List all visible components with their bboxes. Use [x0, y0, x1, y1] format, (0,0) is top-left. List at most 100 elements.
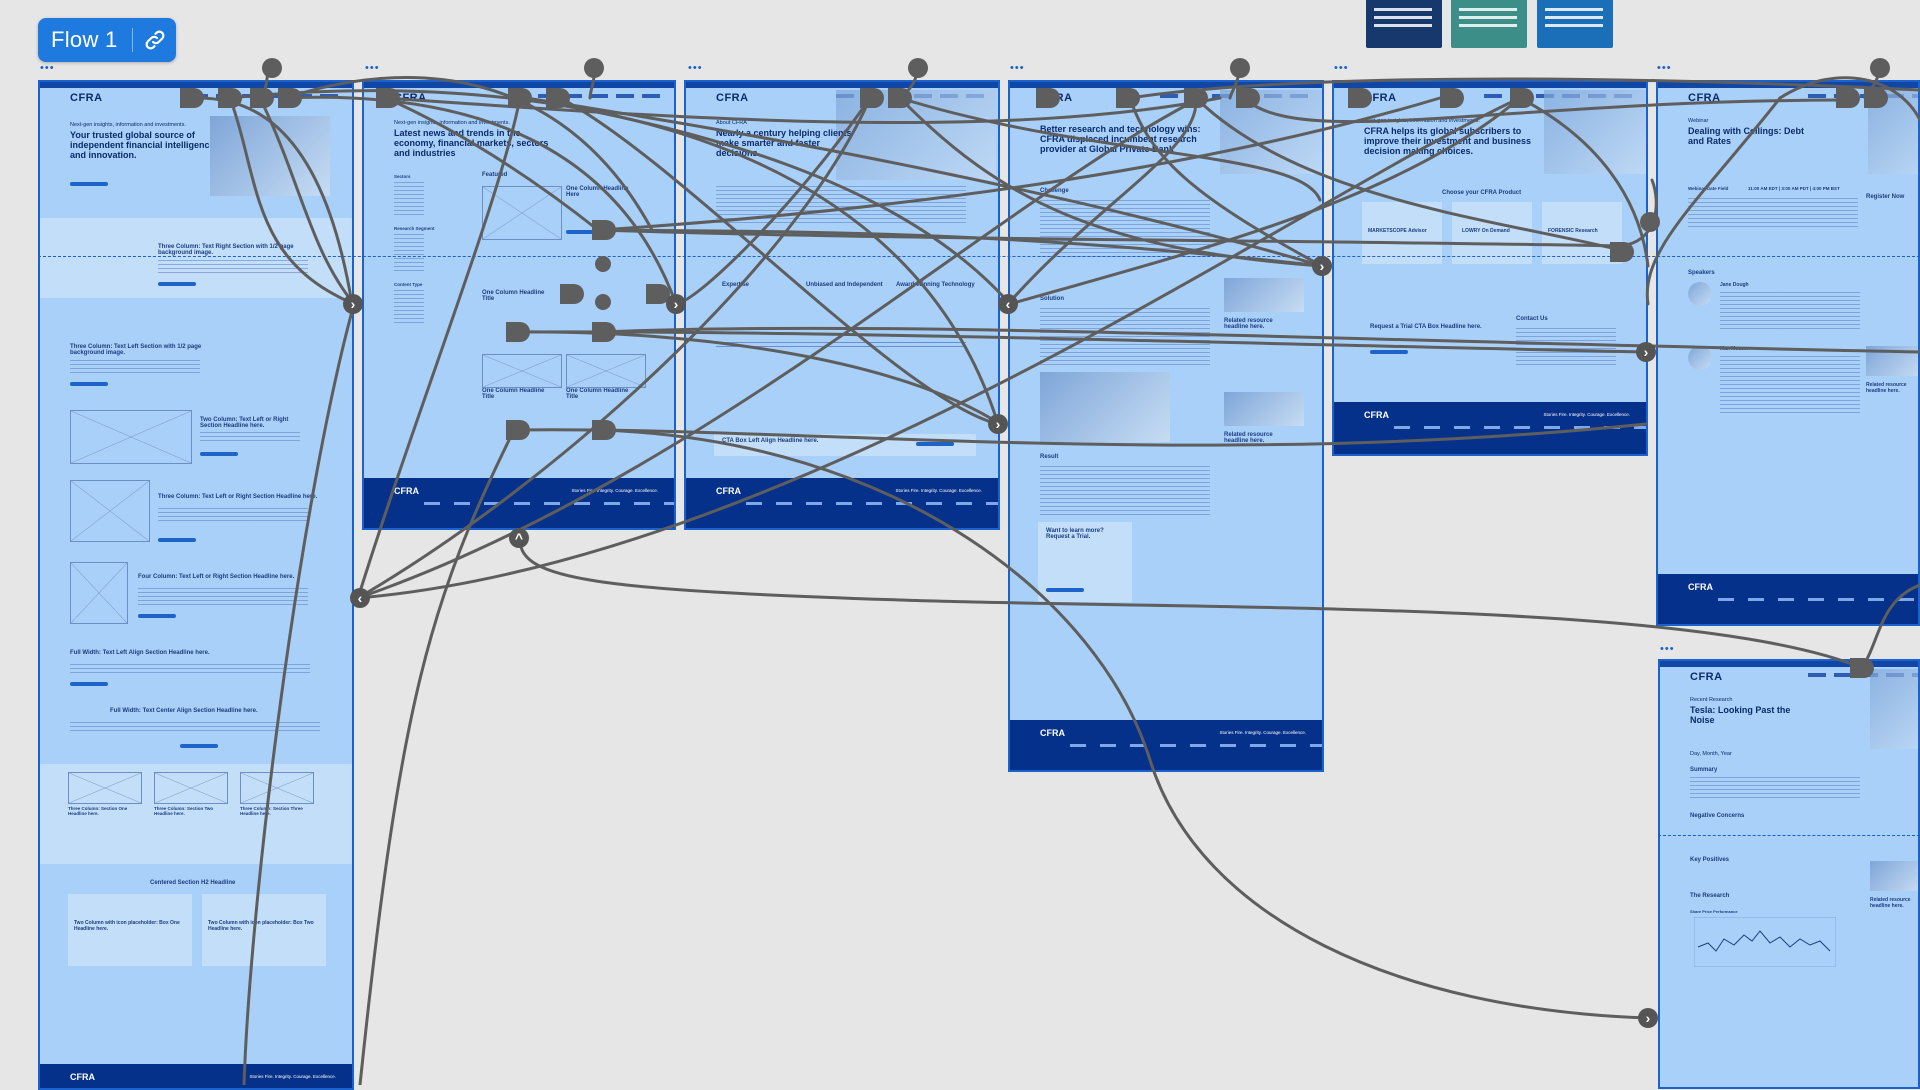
image-placeholder: [70, 562, 128, 624]
thumbnail-frame-3[interactable]: [1537, 0, 1613, 48]
section-heading: Challenge: [1040, 188, 1069, 194]
column-heading: One Column Headline Title: [482, 290, 545, 302]
section-heading: Full Width: Text Center Align Section He…: [110, 708, 258, 714]
divider: [131, 28, 133, 52]
box-heading: Two Column with icon placeholder: Box Tw…: [208, 920, 314, 932]
chevron-right-icon[interactable]: ›: [666, 294, 686, 314]
register-heading: Register Now: [1866, 194, 1905, 200]
featured-label: Featured: [482, 172, 508, 178]
section-heading: Two Column: Text Left or Right Section H…: [200, 417, 289, 429]
frame-menu-icon[interactable]: •••: [688, 62, 703, 74]
frame-menu-icon[interactable]: •••: [1334, 62, 1349, 74]
chevron-right-icon[interactable]: ›: [343, 294, 363, 314]
logo: CFRA: [1690, 671, 1723, 683]
choose-heading: Choose your CFRA Product: [1442, 190, 1522, 196]
section-heading: Summary: [1690, 767, 1718, 773]
chart-title: Share Price Performance: [1690, 909, 1738, 914]
pillar: Award-Winning Technology: [896, 282, 975, 288]
section-heading: Full Width: Text Left Align Section Head…: [70, 650, 210, 656]
webinar-date: Webinar Date Field: [1688, 186, 1729, 191]
logo: CFRA: [716, 92, 749, 104]
footer: CFRA: [1658, 574, 1918, 624]
speaker-name: Jane Dough: [1720, 282, 1749, 288]
trial-heading: Request a Trial CTA Box Headline here.: [1370, 324, 1482, 330]
section-band: [40, 218, 352, 298]
chevron-left-icon[interactable]: ‹: [350, 588, 370, 608]
hero-kicker: About CFRA: [716, 120, 747, 126]
filter-heading: Sectors: [394, 174, 411, 179]
section-heading: Negative Concerns: [1690, 813, 1745, 819]
section-heading: Key Positives: [1690, 857, 1730, 863]
thumbnail-frame-1[interactable]: [1366, 0, 1442, 48]
chevron-right-icon[interactable]: ›: [1638, 1008, 1658, 1028]
flow-label: Flow 1: [51, 27, 118, 52]
contact-heading: Contact Us: [1516, 316, 1548, 322]
frame-menu-icon[interactable]: •••: [1657, 62, 1672, 74]
chevron-right-icon[interactable]: ›: [1636, 342, 1656, 362]
card-heading: Three Column: Section One Headline here.: [68, 806, 128, 816]
product-name: FORENSIC Research: [1548, 228, 1598, 234]
learn-more: Want to learn more? Request a Trial.: [1046, 528, 1104, 540]
flow-button[interactable]: Flow 1: [38, 18, 176, 62]
logo: CFRA: [1688, 92, 1721, 104]
frame-menu-icon[interactable]: •••: [365, 62, 380, 74]
price-chart: [1694, 917, 1836, 967]
chevron-right-icon[interactable]: ›: [988, 414, 1008, 434]
frame-insights[interactable]: CFRA Next-gen insights, information and …: [362, 80, 676, 530]
section-heading: Three Column: Text Left or Right Section…: [158, 494, 318, 500]
frame-research[interactable]: CFRA Recent Research Tesla: Looking Past…: [1658, 659, 1920, 1089]
column-heading: One Column Headline Title: [482, 388, 545, 400]
section-heading: Three Column: Text Right Section with 1/…: [158, 244, 294, 256]
speakers-heading: Speakers: [1688, 270, 1715, 276]
hero-title: Better research and technology wins: CFR…: [1040, 124, 1201, 154]
report-date: Day, Month, Year: [1690, 751, 1732, 757]
section-heading: The Research: [1690, 893, 1730, 899]
section-heading: Three Column: Text Left Section with 1/2…: [70, 344, 202, 356]
hero-kicker: Next-gen insights, information and inves…: [1364, 118, 1480, 124]
section-heading: Four Column: Text Left or Right Section …: [138, 574, 295, 580]
frame-case-study[interactable]: CFRA Better research and technology wins…: [1008, 80, 1324, 772]
column-heading: One Column Headline Title: [566, 388, 629, 400]
chevron-right-icon[interactable]: ›: [1312, 256, 1332, 276]
section-heading: Solution: [1040, 296, 1064, 302]
thumbnail-frame-2[interactable]: [1451, 0, 1527, 48]
product-name: MARKETSCOPE Advisor: [1368, 228, 1427, 234]
webinar-time: 11:00 AM EDT | 3:00 AM PDT | 4:00 PM BST: [1748, 186, 1840, 191]
column-heading: One Column Headline Here: [566, 186, 629, 198]
hero-kicker: Webinar: [1688, 118, 1709, 124]
frame-products[interactable]: CFRA Next-gen insights, information and …: [1332, 80, 1648, 456]
logo: CFRA: [70, 92, 103, 104]
chevron-left-icon[interactable]: ‹: [998, 294, 1018, 314]
hero-title: Dealing with Ceilings: Debt and Rates: [1688, 126, 1805, 146]
frame-menu-icon[interactable]: •••: [40, 62, 55, 74]
related-heading: Related resource headline here.: [1224, 318, 1273, 330]
frame-menu-icon[interactable]: •••: [1010, 62, 1025, 74]
frame-topbar: [40, 82, 352, 88]
related-heading: Related resource headline here.: [1870, 897, 1911, 909]
image-placeholder: [70, 410, 192, 464]
chevron-up-icon[interactable]: ^: [509, 528, 529, 548]
section-heading: Result: [1040, 454, 1059, 460]
hero-image: [210, 116, 330, 196]
card-heading: Three Column: Section Two Headline here.: [154, 806, 214, 816]
hero-kicker: Next-gen insights, information and inves…: [70, 122, 186, 128]
image-placeholder: [70, 480, 150, 542]
pillar: Expertise: [722, 282, 750, 288]
product-name: LOWRY On Demand: [1462, 228, 1510, 234]
card-heading: Three Column: Section Three Headline her…: [240, 806, 303, 816]
frame-menu-icon[interactable]: •••: [1660, 643, 1675, 655]
link-icon[interactable]: [143, 28, 167, 52]
related-heading: Related resource headline here.: [1866, 382, 1907, 394]
hero-title: Tesla: Looking Past the Noise: [1690, 705, 1791, 725]
hero-cta[interactable]: [70, 182, 108, 186]
fold-line: [1658, 835, 1920, 836]
logo: CFRA: [1364, 92, 1397, 104]
hero-title: Your trusted global source of independen…: [70, 130, 215, 160]
cta-heading: CTA Box Left Align Headline here.: [722, 438, 819, 444]
centered-heading: Centered Section H2 Headline: [150, 880, 236, 886]
frame-webinar[interactable]: CFRA Webinar Dealing with Ceilings: Debt…: [1656, 80, 1920, 626]
pillar: Unbiased and Independent: [806, 282, 883, 288]
